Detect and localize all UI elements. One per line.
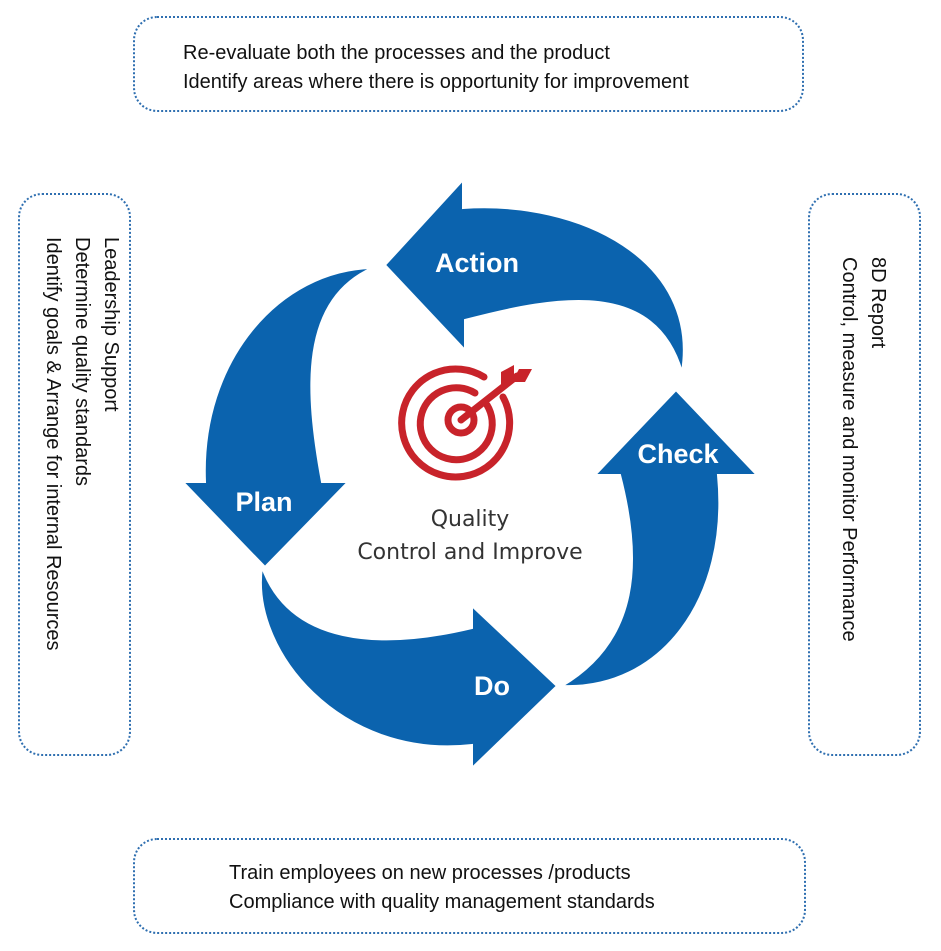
arrow-plan <box>180 267 373 569</box>
arrow-action <box>383 177 685 373</box>
note-box-plan: Leadership Support Determine quality sta… <box>18 193 131 756</box>
note-check-line-1: 8D Report <box>867 257 889 349</box>
note-plan-line-2: Determine quality standards <box>71 237 93 487</box>
stage-label-check: Check <box>637 439 719 469</box>
note-box-check: 8D Report Control, measure and monitor P… <box>808 193 921 756</box>
center-title: Quality <box>431 507 510 532</box>
arrow-check <box>558 388 760 688</box>
note-action-line-2: Identify areas where there is opportunit… <box>183 71 689 93</box>
note-do-line-2: Compliance with quality management stand… <box>229 891 655 913</box>
note-plan-line-1: Leadership Support <box>100 237 122 412</box>
stage-label-action: Action <box>435 248 519 278</box>
note-check-text: 8D Report Control, measure and monitor P… <box>834 257 892 642</box>
note-plan-line-3: Identify goals & Arrange for internal Re… <box>42 237 64 651</box>
note-plan-text: Leadership Support Determine quality sta… <box>38 237 125 651</box>
note-box-do: Train employees on new processes /produc… <box>133 838 806 934</box>
center-subtitle: Control and Improve <box>357 540 582 565</box>
note-action-line-1: Re-evaluate both the processes and the p… <box>183 42 610 64</box>
stage-label-do: Do <box>474 671 510 701</box>
arrow-do <box>259 566 559 771</box>
note-do-line-1: Train employees on new processes /produc… <box>229 862 631 884</box>
stage-label-plan: Plan <box>235 487 292 517</box>
note-box-action: Re-evaluate both the processes and the p… <box>133 16 804 112</box>
target-icon <box>398 365 532 481</box>
note-check-line-2: Control, measure and monitor Performance <box>838 257 860 642</box>
